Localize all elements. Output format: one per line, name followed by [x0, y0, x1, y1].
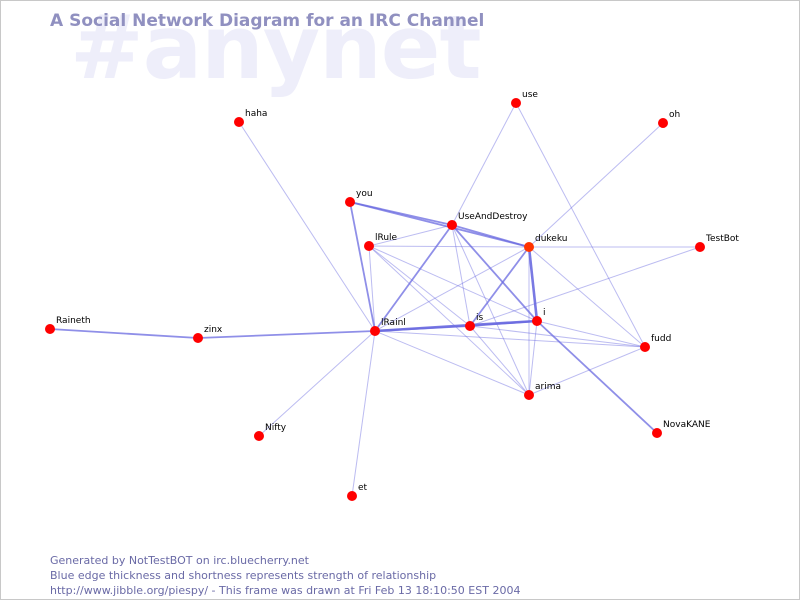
edge-dukeku-iraini — [374, 246, 530, 332]
node-dot — [524, 242, 534, 252]
footer-legend-note: Blue edge thickness and shortness repres… — [50, 569, 437, 582]
edge-you-dukeku — [349, 201, 530, 248]
node-label: UseAndDestroy — [458, 212, 528, 222]
edge-useanddestroy-arima — [451, 224, 530, 396]
node-oh: oh — [658, 110, 680, 128]
edge-arima-fudd — [528, 346, 646, 396]
footer-timestamp: http://www.jibble.org/piespy/ - This fra… — [50, 584, 521, 597]
node-dot — [532, 316, 542, 326]
node-use: use — [511, 90, 538, 108]
node-et: et — [347, 483, 368, 501]
edge-dukeku-i — [527, 246, 539, 322]
edge-is-fudd — [469, 325, 646, 348]
edge-zinx-iraini — [197, 330, 376, 339]
node-dot — [652, 428, 662, 438]
node-raineth: Raineth — [45, 316, 91, 334]
edge-irule-is — [368, 245, 471, 327]
edge-irule-i — [368, 245, 538, 322]
node-label: NovaKANE — [663, 420, 711, 430]
edge-iraini-nifty — [258, 330, 376, 437]
node-dot — [364, 241, 374, 251]
node-dot — [347, 491, 357, 501]
edge-i-fudd — [536, 320, 646, 348]
node-dot — [234, 117, 244, 127]
edge-raineth-zinx — [49, 328, 199, 339]
edge-irule-arima — [368, 245, 530, 396]
node-arima: arima — [524, 382, 561, 400]
node-you: you — [345, 189, 373, 207]
node-testbot: TestBot — [695, 234, 739, 252]
edge-is-i — [469, 320, 538, 327]
edge-use-fudd — [515, 102, 646, 348]
node-fudd: fudd — [640, 334, 671, 352]
edge-dukeku-fudd — [528, 246, 646, 348]
node-dukeku: dukeku — [524, 234, 567, 252]
node-label: oh — [669, 110, 680, 120]
node-label: haha — [245, 109, 267, 119]
node-label: is — [476, 313, 484, 323]
edge-oh-dukeku — [528, 122, 664, 248]
node-dot — [658, 118, 668, 128]
edge-useanddestroy-iraini — [374, 224, 453, 332]
node-zinx: zinx — [193, 325, 223, 343]
edge-i-arima — [528, 320, 538, 396]
node-useanddestroy: UseAndDestroy — [447, 212, 528, 230]
node-label: TestBot — [705, 234, 739, 244]
edge-iraini-fudd — [374, 330, 646, 348]
node-dot — [511, 98, 521, 108]
node-label: you — [356, 189, 373, 199]
node-dot — [370, 326, 380, 336]
node-label: Nifty — [265, 423, 287, 433]
node-dot — [695, 242, 705, 252]
node-label: et — [358, 483, 368, 493]
node-label: lRule — [375, 233, 398, 243]
node-label: Raineth — [56, 316, 91, 326]
edge-useanddestroy-irule — [368, 224, 453, 247]
edge-i-novakane — [536, 320, 658, 434]
node-label: i — [543, 308, 546, 318]
node-dot — [45, 324, 55, 334]
edge-layer — [49, 102, 701, 497]
edge-dukeku-is — [469, 246, 530, 327]
diagram-title: A Social Network Diagram for an IRC Chan… — [50, 11, 485, 31]
edge-useanddestroy-dukeku — [451, 224, 530, 248]
node-dot — [447, 220, 457, 230]
edge-useanddestroy-is — [451, 224, 471, 327]
node-novakane: NovaKANE — [652, 420, 711, 438]
node-label: lRainl — [381, 318, 406, 328]
node-haha: haha — [234, 109, 267, 127]
edge-irule-dukeku — [368, 245, 530, 248]
node-iraini: lRainl — [370, 318, 406, 336]
node-dot — [254, 431, 264, 441]
footer: Generated by NotTestBOT on irc.bluecherr… — [50, 553, 520, 598]
node-dot — [640, 342, 650, 352]
node-label: fudd — [651, 334, 671, 344]
node-dot — [524, 390, 534, 400]
edge-you-iraini — [349, 201, 376, 332]
edge-is-arima — [469, 325, 530, 396]
edge-haha-iraini — [238, 121, 376, 332]
edge-iraini-arima — [374, 330, 530, 396]
edge-iraini-et — [351, 330, 376, 497]
node-i: i — [532, 308, 546, 326]
node-label: dukeku — [535, 234, 567, 244]
node-label: arima — [535, 382, 561, 392]
node-dot — [465, 321, 475, 331]
edge-testbot-is — [469, 246, 701, 327]
channel-watermark: #anynet — [70, 0, 482, 99]
footer-generated-by: Generated by NotTestBOT on irc.bluecherr… — [50, 554, 309, 567]
edge-use-useanddestroy — [451, 102, 517, 226]
node-irule: lRule — [364, 233, 398, 251]
node-is: is — [465, 313, 484, 331]
node-nifty: Nifty — [254, 423, 287, 441]
node-dot — [193, 333, 203, 343]
edge-iraini-irule — [368, 245, 376, 332]
node-label: use — [522, 90, 538, 100]
edge-useanddestroy-i — [451, 224, 538, 322]
node-dot — [345, 197, 355, 207]
node-label: zinx — [204, 325, 223, 335]
